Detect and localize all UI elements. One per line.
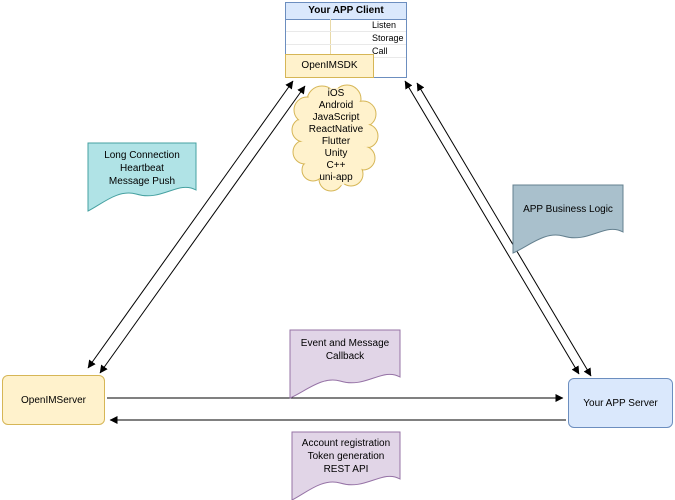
client-row-listen: Listen [286,19,406,32]
business-logic-note-text: APP Business Logic [523,204,613,215]
client-title: Your APP Client [286,3,406,20]
long-connection-note-shape [87,142,197,212]
rest-api-note-text: Account registration Token generation RE… [301,438,391,475]
openimsdk-box: OpenIMSDK [285,54,374,78]
client-rows: Listen Storage Call [286,19,406,58]
arrow-client-appserver-2 [416,82,592,377]
arrow-openim-client-1 [87,80,294,369]
client-row-storage: Storage [286,32,406,45]
openim-server-node: OpenIMServer [2,375,105,425]
event-callback-note-shape [289,329,401,399]
cloud-shape [291,84,379,192]
client-column-divider [330,19,331,55]
your-app-server-node: Your APP Server [568,378,673,428]
your-app-client-box: Your APP Client Listen Storage Call Open… [285,2,407,78]
arrow-openim-client-2 [99,85,306,374]
sdk-platforms-list: iOS Android JavaScript ReactNative Flutt… [308,88,364,183]
long-connection-note-text: Long Connection Heartbeat Message Push [104,150,180,187]
business-logic-note-shape [512,184,624,254]
rest-api-note-shape [291,431,401,500]
event-callback-note-text: Event and Message Callback [300,338,390,362]
